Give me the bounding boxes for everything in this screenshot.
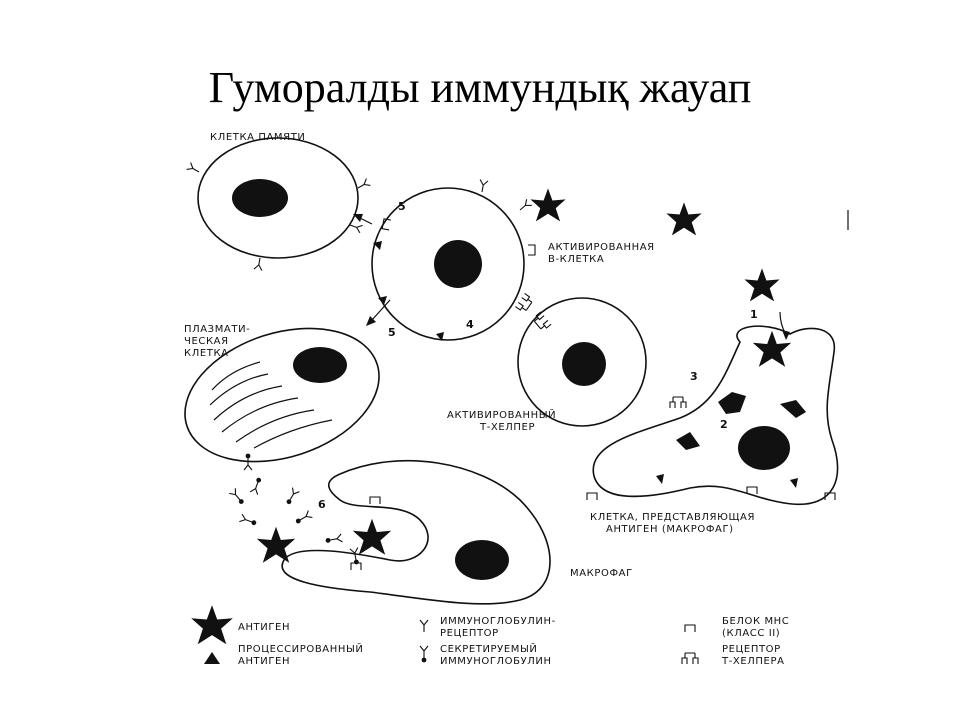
- activated-t-helper-label-1: АКТИВИРОВАННЫЙ: [447, 408, 556, 421]
- activated-t-helper-label-2: Т-ХЕЛПЕР: [479, 422, 535, 433]
- step-number-4: 4: [466, 318, 474, 331]
- activated-t-helper-cell: [517, 297, 687, 427]
- legend-th-receptor-label-1: РЕЦЕПТОР: [722, 644, 781, 655]
- process-arrows: [353, 214, 790, 340]
- legend-ig-receptor-label-1: ИММУНОГЛОБУЛИН-: [440, 616, 556, 627]
- legend-ig-receptor-label-2: РЕЦЕПТОР: [440, 628, 499, 639]
- antigen-star: [744, 268, 780, 302]
- legend-th-receptor-label-2: Т-ХЕЛПЕРА: [721, 656, 785, 667]
- antigen-star: [666, 202, 702, 236]
- legend: АНТИГЕН ПРОЦЕССИРОВАННЫЙ АНТИГЕН ИММУНОГ…: [191, 605, 789, 667]
- legend-t-helper-receptor-icon: [681, 652, 699, 665]
- step-number-1: 1: [750, 308, 758, 321]
- legend-mhc-label-1: БЕЛОК МНС: [722, 616, 789, 627]
- legend-mhc-icon: [684, 624, 696, 633]
- plasma-cell-label-2: ЧЕСКАЯ: [184, 336, 229, 347]
- legend-antigen-icon: [191, 605, 233, 645]
- legend-secreted-label-2: ИММУНОГЛОБУЛИН: [440, 656, 552, 667]
- plasma-cell: [184, 327, 380, 471]
- legend-processed-label-1: ПРОЦЕССИРОВАННЫЙ: [238, 642, 364, 655]
- legend-secreted-label-1: СЕКРЕТИРУЕМЫЙ: [440, 642, 538, 655]
- step-number-6: 6: [318, 498, 326, 511]
- plasma-cell-label-3: КЛЕТКА: [184, 348, 229, 359]
- legend-antigen-label: АНТИГЕН: [238, 622, 290, 633]
- macrophage-cell: [281, 459, 551, 605]
- memory-cell: [186, 137, 371, 272]
- activated-b-cell: [371, 178, 536, 341]
- apc-label-1: КЛЕТКА, ПРЕДСТАВЛЯЮЩАЯ: [590, 512, 755, 523]
- legend-mhc-label-2: (КЛАСС II): [722, 628, 780, 639]
- activated-b-cell-label-1: АКТИВИРОВАННАЯ: [548, 242, 655, 253]
- legend-processed-antigen-icon: [204, 652, 220, 664]
- memory-cell-label: КЛЕТКА ПАМЯТИ: [210, 132, 306, 143]
- legend-processed-label-2: АНТИГЕН: [238, 656, 290, 667]
- step-number-5: 5: [398, 200, 406, 213]
- activated-b-cell-label-2: В-КЛЕТКА: [548, 254, 604, 265]
- slide-title: Гуморалды иммундық жауап: [208, 63, 752, 112]
- antigen-presenting-cell: [586, 325, 839, 506]
- apc-label-2: АНТИГЕН (МАКРОФАГ): [606, 524, 734, 535]
- antigen-star: [530, 188, 566, 222]
- step-number-2: 2: [720, 418, 728, 431]
- legend-ig-receptor-icon: [419, 619, 429, 633]
- legend-secreted-ig-icon: [419, 645, 429, 663]
- step-number-3: 3: [690, 370, 698, 383]
- macrophage-label: МАКРОФАГ: [570, 568, 633, 579]
- plasma-cell-label-1: ПЛАЗМАТИ-: [184, 324, 250, 335]
- antigen-star: [352, 518, 392, 555]
- step-number-5b: 5: [388, 326, 396, 339]
